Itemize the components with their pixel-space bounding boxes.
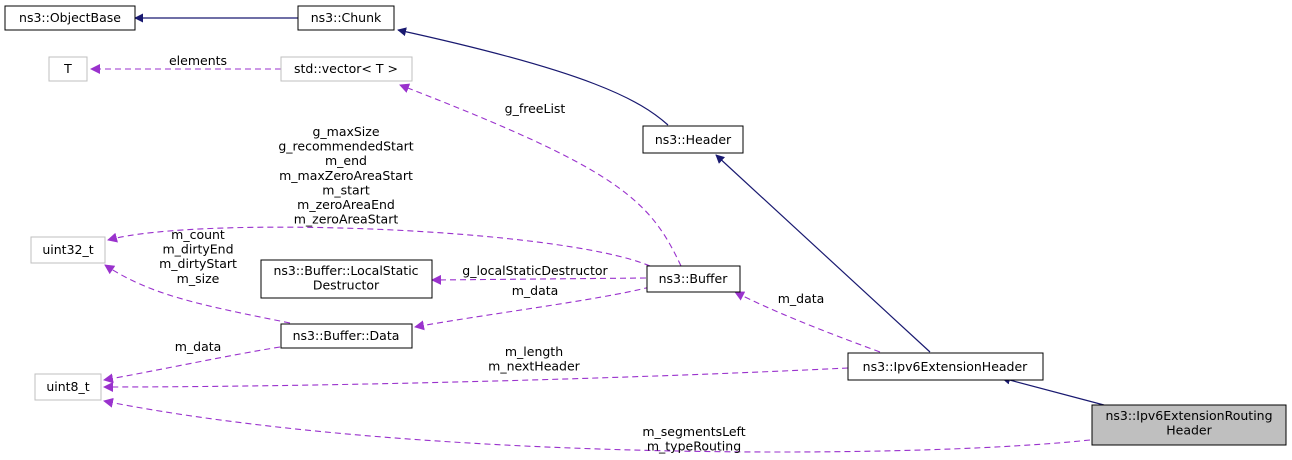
text-line: elements bbox=[169, 53, 227, 68]
text-line: m_typeRouting bbox=[647, 439, 741, 454]
node-ipv6ext-label: ns3::Ipv6ExtensionHeader bbox=[863, 359, 1029, 374]
node-vector-label: std::vector< T > bbox=[294, 61, 398, 76]
edge-ipv6ext-to-header bbox=[715, 154, 931, 353]
text-line: m_count bbox=[171, 227, 225, 242]
node-bufferdata-label: ns3::Buffer::Data bbox=[293, 328, 400, 343]
edge-ipv6ext-to-uint8 bbox=[103, 367, 849, 392]
text-line: ns3::ObjectBase bbox=[19, 10, 121, 25]
edges bbox=[90, 13, 1105, 453]
node-uint8-label: uint8_t bbox=[46, 379, 89, 394]
node-chunk[interactable]: ns3::Chunk bbox=[297, 5, 395, 31]
text-line: m_end bbox=[325, 153, 367, 168]
node-buffer[interactable]: ns3::Buffer bbox=[646, 265, 741, 293]
text-line: ns3::Buffer::LocalStatic bbox=[273, 263, 418, 278]
text-line: uint32_t bbox=[42, 242, 93, 257]
edge-buffer-to-uint32 bbox=[107, 226, 651, 267]
node-ipv6ext[interactable]: ns3::Ipv6ExtensionHeader bbox=[847, 352, 1044, 381]
text-line: g_recommendedStart bbox=[278, 139, 413, 154]
node-bufferdata[interactable]: ns3::Buffer::Data bbox=[280, 323, 413, 349]
text-line: m_dirtyStart bbox=[159, 256, 237, 271]
label-g-freelist: g_freeList bbox=[505, 101, 566, 116]
edge-buffer-to-bufferdata bbox=[414, 286, 651, 331]
edge-buffer-to-localstatic bbox=[431, 274, 647, 285]
text-line: ns3::Ipv6ExtensionHeader bbox=[863, 359, 1029, 374]
node-t[interactable]: T bbox=[48, 56, 88, 82]
node-objectbase-label: ns3::ObjectBase bbox=[19, 10, 121, 25]
text-line: ns3::Buffer bbox=[659, 271, 729, 286]
edge-header-to-chunk bbox=[397, 27, 669, 126]
text-line: m_maxZeroAreaStart bbox=[279, 168, 413, 183]
edge-bufferdata-to-uint32 bbox=[104, 264, 291, 324]
node-buffer-label: ns3::Buffer bbox=[659, 271, 729, 286]
label-buffer-bufferdata-m-data: m_data bbox=[512, 283, 559, 298]
text-line: Destructor bbox=[313, 278, 380, 293]
text-line: m_nextHeader bbox=[488, 359, 580, 374]
edge-ipv6routing-to-ipv6ext bbox=[1001, 375, 1105, 406]
text-line: Header bbox=[1166, 423, 1212, 438]
text-line: g_freeList bbox=[505, 101, 566, 116]
text-line: ns3::Chunk bbox=[311, 10, 382, 25]
node-uint8[interactable]: uint8_t bbox=[34, 373, 102, 401]
node-chunk-label: ns3::Chunk bbox=[311, 10, 382, 25]
text-line: m_segmentsLeft bbox=[642, 424, 745, 439]
node-uint32-label: uint32_t bbox=[42, 242, 93, 257]
node-header-label: ns3::Header bbox=[655, 132, 732, 147]
label-elements: elements bbox=[169, 53, 227, 68]
label-bufferdata-uint8-m-data: m_data bbox=[175, 339, 222, 354]
text-line: T bbox=[63, 61, 72, 76]
text-line: m_length bbox=[505, 344, 563, 359]
label-g-localstaticdestructor: g_localStaticDestructor bbox=[462, 263, 608, 278]
text-line: m_start bbox=[322, 182, 370, 197]
label-ipv6-buffer-m-data: m_data bbox=[778, 291, 825, 306]
node-vector[interactable]: std::vector< T > bbox=[280, 56, 413, 82]
text-line: uint8_t bbox=[46, 379, 89, 394]
text-line: m_data bbox=[512, 283, 559, 298]
text-line: m_size bbox=[177, 271, 220, 286]
text-line: m_zeroAreaEnd bbox=[297, 197, 395, 212]
edge-ipv6routing-to-uint8 bbox=[103, 397, 1091, 453]
text-line: ns3::Buffer::Data bbox=[293, 328, 400, 343]
text-line: m_data bbox=[778, 291, 825, 306]
text-line: ns3::Header bbox=[655, 132, 732, 147]
node-header[interactable]: ns3::Header bbox=[642, 125, 744, 154]
text-line: g_maxSize bbox=[312, 124, 379, 139]
edge-ipv6ext-to-buffer bbox=[734, 291, 881, 353]
node-objectbase[interactable]: ns3::ObjectBase bbox=[4, 5, 136, 31]
node-t-label: T bbox=[63, 61, 72, 76]
text-line: ns3::Ipv6ExtensionRouting bbox=[1105, 408, 1272, 423]
edge-buffer-to-vector bbox=[399, 83, 682, 267]
text-line: m_dirtyEnd bbox=[162, 242, 233, 257]
text-line: g_localStaticDestructor bbox=[462, 263, 608, 278]
text-line: m_data bbox=[175, 339, 222, 354]
text-line: std::vector< T > bbox=[294, 61, 398, 76]
nodes: ns3::ObjectBase ns3::Chunk T std::vector… bbox=[4, 5, 1287, 446]
text-line: m_zeroAreaStart bbox=[294, 212, 399, 227]
node-uint32[interactable]: uint32_t bbox=[30, 236, 106, 264]
